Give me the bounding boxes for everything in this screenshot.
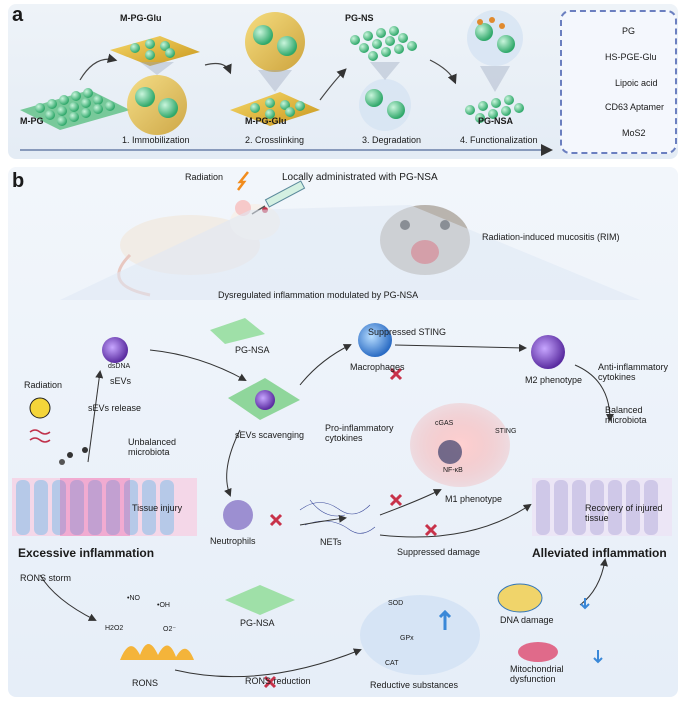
pgnsa-bottom-sheet bbox=[225, 585, 295, 615]
inhibition-crosses bbox=[263, 367, 438, 689]
microbiota-left bbox=[59, 447, 88, 465]
cat-label: CAT bbox=[385, 660, 399, 667]
flow-arrows bbox=[39, 343, 614, 678]
dsdna-label: dsDNA bbox=[108, 363, 131, 370]
legend-mos2: MoS2 bbox=[622, 128, 646, 138]
sting-label: STING bbox=[495, 428, 517, 435]
dysregulated-label: Dysregulated inflammation modulated by P… bbox=[218, 290, 419, 300]
suppressed-damage-label: Suppressed damage bbox=[397, 547, 481, 557]
h2o2-species: H2O2 bbox=[105, 625, 124, 632]
reductive-label: Reductive substances bbox=[370, 680, 459, 690]
mito-icon bbox=[518, 642, 558, 662]
step4-label: 4. Functionalization bbox=[460, 135, 538, 145]
panel-b-letter: b bbox=[12, 170, 25, 192]
local-admin-label: Locally administrated with PG-NSA bbox=[282, 172, 438, 183]
pg-ns-sheet bbox=[350, 26, 417, 131]
arrow-a4 bbox=[429, 59, 457, 85]
step3-label: 3. Degradation bbox=[362, 135, 422, 145]
radiation-left: Radiation bbox=[24, 380, 63, 390]
macrophage bbox=[358, 323, 392, 357]
legend-aptamer: CD63 Aptamer bbox=[605, 102, 665, 112]
proinflam-label: Pro-inflammatory cytokines bbox=[325, 423, 394, 443]
microbiota-label: Unbalanced microbiota bbox=[128, 437, 177, 457]
anti-label: Anti-inflammatory cytokines bbox=[598, 362, 669, 382]
oh-species: •OH bbox=[157, 602, 170, 609]
stage2-top-label: PG-NS bbox=[345, 13, 374, 23]
m-pg-sheet bbox=[20, 88, 130, 130]
recovery-label: Recovery of injured tissue bbox=[585, 503, 663, 523]
panel-a-letter: a bbox=[12, 4, 24, 26]
balanced-label: Balanced microbiota bbox=[605, 405, 647, 425]
step2-label: 2. Crosslinking bbox=[245, 135, 305, 145]
no-species: •NO bbox=[127, 595, 140, 602]
nfkb-label: NF-κB bbox=[443, 467, 463, 474]
neutrophils-label: Neutrophils bbox=[210, 536, 256, 546]
sevs-label: sEVs bbox=[110, 376, 132, 386]
nets-label: NETs bbox=[320, 537, 342, 547]
stage1-top-label: M-PG-Glu bbox=[120, 13, 162, 23]
radiation-symbol bbox=[29, 397, 51, 419]
pgnsa-top-sheet bbox=[210, 318, 265, 344]
rons-label: RONS bbox=[132, 678, 159, 688]
rons-storm-label: RONS storm bbox=[20, 573, 72, 583]
pgnsa-top-label: PG-NSA bbox=[235, 345, 270, 355]
m1-cell bbox=[410, 403, 510, 487]
rons-reduction-label: RONS reduction bbox=[245, 676, 311, 686]
stage1-bottom-label: M-PG bbox=[20, 116, 44, 126]
arrow-a3 bbox=[319, 68, 347, 101]
pg-nsa-sheet bbox=[465, 10, 524, 123]
pgnsa-bottom-label: PG-NSA bbox=[240, 618, 275, 628]
arrow-a2 bbox=[204, 62, 232, 75]
o2-species: O2⁻ bbox=[163, 626, 177, 633]
alleviated-label: Alleviated inflammation bbox=[532, 546, 667, 560]
cgas-label: cGAS bbox=[435, 420, 454, 427]
step1-label: 1. Immobilization bbox=[122, 135, 190, 145]
neutrophil bbox=[223, 500, 253, 530]
down-arrow-dna bbox=[580, 598, 590, 610]
radiation-top: Radiation bbox=[185, 172, 224, 182]
m2-label: M2 phenotype bbox=[525, 375, 583, 385]
legend bbox=[560, 10, 677, 154]
legend-hs-pge-glu: HS-PGE-Glu bbox=[605, 52, 657, 62]
m-pg-glu-sheet-1 bbox=[110, 36, 200, 135]
nets bbox=[299, 499, 376, 534]
m-pg-glu-sheet-2 bbox=[230, 12, 320, 126]
epithelium-right bbox=[532, 478, 672, 536]
stage2-bottom-label: M-PG-Glu bbox=[245, 116, 287, 126]
legend-pg: PG bbox=[622, 26, 636, 36]
rim-label: Radiation-induced mucositis (RIM) bbox=[482, 232, 620, 242]
reductive-cloud bbox=[360, 595, 480, 675]
mito-label: Mitochondrial dysfunction bbox=[510, 664, 564, 684]
gpx-label: GPx bbox=[400, 635, 414, 642]
zoom-wedge bbox=[60, 205, 640, 300]
sevs-vesicle bbox=[102, 337, 128, 363]
legend-lipoic: Lipoic acid bbox=[615, 78, 658, 88]
sod-label: SOD bbox=[388, 600, 404, 607]
dna-damage-label: DNA damage bbox=[500, 615, 554, 625]
rons-flames bbox=[120, 644, 194, 660]
epithelium-left bbox=[12, 478, 197, 536]
scavenging-label: sEVs scavenging bbox=[235, 430, 305, 440]
stage4-bottom-label: PG-NSA bbox=[478, 116, 514, 126]
radiation-bolt bbox=[237, 171, 249, 191]
m2-cell bbox=[531, 335, 565, 369]
down-arrow-mito bbox=[593, 650, 603, 664]
sevs-release-label: sEVs release bbox=[88, 403, 142, 413]
m1-label: M1 phenotype bbox=[445, 494, 503, 504]
up-arrow-reductive bbox=[438, 609, 452, 630]
arrow-a1 bbox=[79, 53, 118, 81]
suppressed-sting-label: Suppressed STING bbox=[368, 327, 447, 337]
tissue-injury-label: Tissue injury bbox=[132, 503, 183, 513]
dna-icon bbox=[497, 583, 543, 613]
excessive-label: Excessive inflammation bbox=[18, 546, 155, 560]
macrophages-label: Macrophages bbox=[350, 362, 405, 372]
